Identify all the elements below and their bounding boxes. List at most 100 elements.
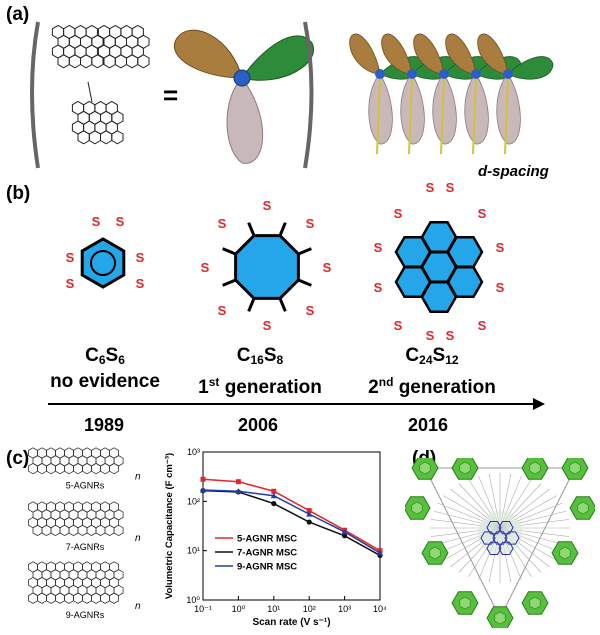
metal-cluster: [405, 496, 431, 520]
ring: [100, 130, 113, 145]
ribbon-ring: [41, 524, 52, 537]
data-point: [377, 549, 383, 556]
sulfur-atom: S: [426, 180, 435, 195]
metal-cluster: [421, 541, 449, 565]
ring: [111, 130, 124, 145]
ribbon-ring: [28, 462, 38, 475]
ribbon-ring: [37, 592, 47, 604]
sulfur-atom: S: [394, 206, 403, 221]
data-point: [306, 508, 312, 514]
sulfur-atom: S: [66, 276, 75, 291]
legend-entry: 9-AGNR MSC: [237, 562, 297, 573]
year-2006: 2006: [238, 415, 279, 435]
panel-a-label: (a): [6, 4, 30, 25]
sulfur-atom: S: [306, 303, 315, 318]
ribbon-ring: [55, 462, 65, 475]
ribbon-ring: [109, 462, 119, 475]
sulfur-atom: S: [218, 303, 227, 318]
metal-cluster: [569, 496, 595, 520]
graphene-center: [480, 521, 520, 555]
ring: [77, 130, 90, 145]
metal-cluster: [521, 458, 549, 480]
c16s8-core: [234, 234, 300, 300]
stack-propeller: [477, 33, 554, 155]
ribbon-ring: [109, 592, 119, 604]
panel-a-molecule-bracket: = d-spacing: [30, 21, 554, 180]
ring: [68, 54, 81, 69]
sulfur-atom: S: [263, 198, 272, 213]
ribbon-ring: [28, 592, 38, 604]
series-line: [202, 478, 381, 552]
legend-entry: 7-AGNR MSC: [237, 548, 297, 559]
ring: [126, 54, 139, 69]
c24s12-core: [394, 221, 484, 313]
ring: [114, 54, 127, 69]
plot-frame: [202, 451, 381, 601]
ribbon-ring: [46, 592, 56, 604]
x-tick-label: 10¹: [267, 604, 280, 614]
y-tick-label: 10²: [187, 496, 200, 506]
ring: [103, 54, 116, 69]
left-bracket: [30, 21, 40, 169]
sulfur-atom: S: [136, 276, 145, 291]
sulfur-atom: S: [496, 240, 505, 255]
ribbon-ring: [82, 592, 92, 604]
year-1989: 1989: [84, 415, 125, 435]
ribbon-ring: [77, 524, 88, 537]
equals-sign: =: [163, 80, 178, 110]
sulfur-atom: S: [446, 180, 455, 195]
data-point: [271, 488, 277, 494]
x-tick-label: 10⁰: [232, 604, 246, 614]
ribbon-label: 9-AGNRs: [66, 610, 105, 620]
data-point: [235, 479, 241, 485]
y-tick-label: 10¹: [187, 546, 200, 556]
molecule-1-caption: C6S6 no evidence: [50, 345, 160, 392]
ring: [57, 54, 70, 69]
data-point: [341, 528, 348, 535]
legend-entry: 5-AGNR MSC: [237, 534, 297, 545]
ribbon-ring: [37, 462, 47, 475]
sulfur-atom: S: [218, 216, 227, 231]
ribbon-ring: [113, 524, 124, 537]
ribbon-n: n: [135, 601, 141, 612]
ribbon-ring: [91, 592, 101, 604]
y-axis-label: Volumetric Capacitance (F cm⁻³): [164, 453, 175, 599]
panel-c-label: (c): [6, 448, 30, 469]
d-spacing-label: d-spacing: [478, 163, 549, 180]
ring: [137, 54, 150, 69]
series-line: [202, 489, 381, 554]
sulfur-atom: S: [306, 216, 315, 231]
ribbon-ring: [46, 462, 56, 475]
data-point: [271, 500, 277, 507]
ribbon-ring: [95, 524, 106, 537]
sulfur-atom: S: [478, 318, 487, 333]
data-point: [306, 519, 312, 525]
ribbon-n: n: [135, 471, 141, 482]
ribbon-ring: [104, 524, 115, 537]
ribbon-ring: [73, 592, 83, 604]
timeline-arrow: [48, 398, 545, 410]
sulfur-atom: S: [496, 280, 505, 295]
ribbon-ring: [59, 524, 70, 537]
metal-cluster: [451, 458, 479, 480]
ribbon-ring: [73, 462, 83, 475]
year-2016: 2016: [408, 415, 449, 435]
propeller-stack: [349, 33, 554, 155]
sulfur-atom: S: [426, 328, 435, 340]
data-point: [270, 492, 277, 499]
sulfur-atom: S: [478, 206, 487, 221]
metal-cluster: [411, 458, 439, 480]
ribbon-ring: [32, 524, 43, 537]
y-tick-label: 10⁰: [186, 595, 200, 605]
ribbon-ring: [100, 462, 110, 475]
sulfur-atom: S: [116, 214, 125, 229]
x-tick-label: 10³: [338, 604, 351, 614]
sulfur-atom: S: [263, 318, 272, 333]
metal-cluster: [561, 458, 589, 480]
data-point: [306, 510, 313, 517]
metal-cluster: [451, 591, 479, 615]
x-tick-label: 10⁴: [373, 604, 387, 614]
